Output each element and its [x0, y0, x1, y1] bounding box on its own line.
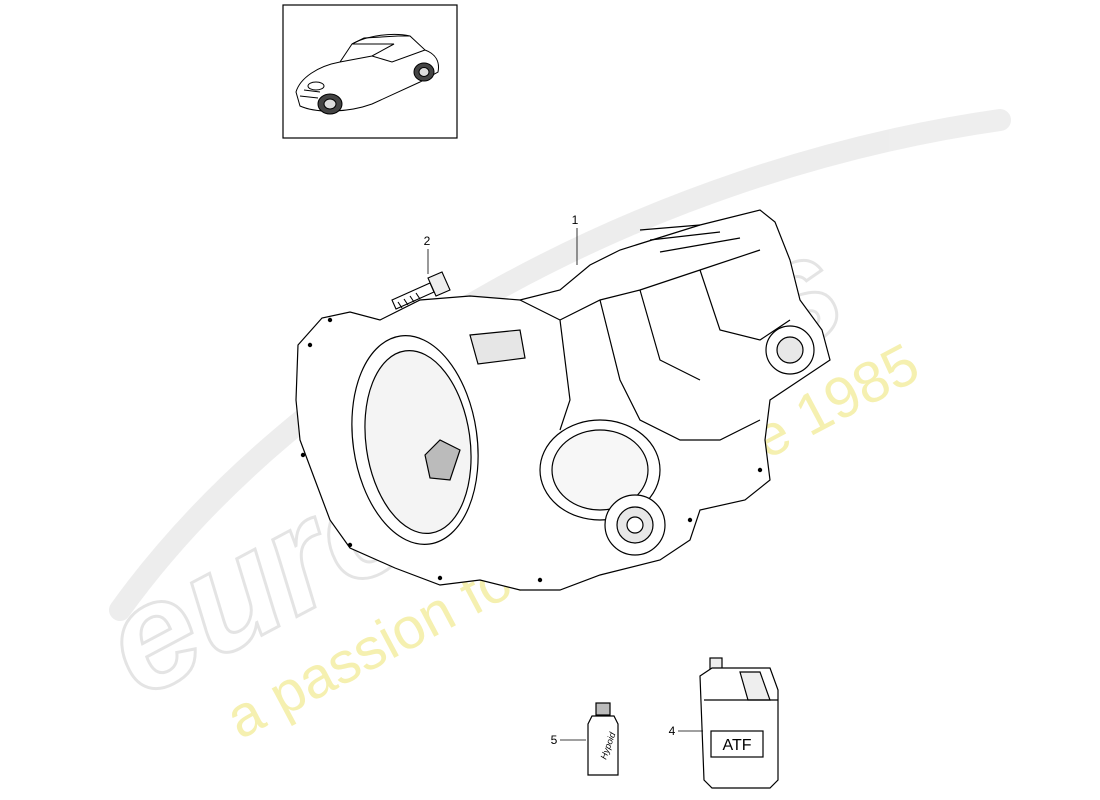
callout-number: 1: [572, 213, 579, 227]
callout-5: 5: [551, 733, 586, 747]
callout-number: 2: [424, 234, 431, 248]
callout-number: 5: [551, 733, 558, 747]
car-thumbnail: [282, 4, 458, 139]
car-thumbnail-icon: [295, 33, 439, 115]
callout-1: 1: [572, 213, 579, 265]
hypoid-oil-bottle-icon: Hypoid: [587, 702, 619, 776]
atf-label: ATF: [722, 737, 751, 754]
atf-canister-icon: ATF: [699, 657, 779, 789]
bolt-icon: [391, 271, 451, 310]
transmission-icon: [295, 209, 831, 591]
callout-4: 4: [669, 724, 703, 738]
callout-2: 2: [424, 234, 431, 274]
callout-number: 4: [669, 724, 676, 738]
